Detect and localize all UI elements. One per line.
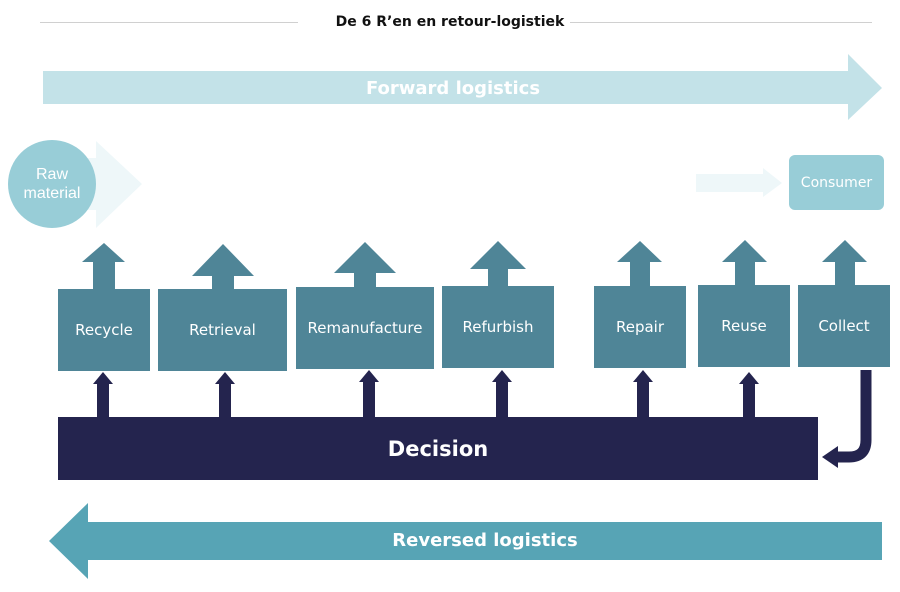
raw-material-node: Raw material [8,140,96,228]
up-arrow-icon [617,241,662,262]
step-refurbish: Refurbish [442,286,554,368]
up-arrow-stem [93,262,115,289]
consumer-arrow [696,168,782,197]
decision-up-arrow-icon [215,372,235,384]
step-label: Repair [615,318,665,336]
consumer-label: Consumer [800,174,873,191]
raw-material-arrow [80,141,142,228]
step-label: Reuse [721,317,767,335]
raw-material-label-line2: material [23,185,81,202]
step-label: Recycle [75,321,133,339]
step-repair: Repair [594,286,686,368]
diagram-title: De 6 R’en en retour-logistiek [0,14,900,30]
step-label: Retrieval [189,321,256,339]
up-arrow-icon [192,244,254,276]
decision-arrow-stem [363,382,375,417]
decision-up-arrow-icon [633,370,653,382]
title-rule-left [40,22,298,23]
decision-arrow-stem [219,384,231,417]
up-arrow-stem [212,276,234,289]
up-arrow-icon [334,242,396,273]
consumer-node: Consumer [789,155,884,210]
up-arrow-icon [82,243,125,262]
forward-logistics-label: Forward logistics [365,78,541,99]
up-arrow-icon [822,240,867,262]
decision-arrow-stem [743,384,755,417]
decision-up-arrow-icon [739,372,759,384]
collect-to-decision-arrow [836,370,872,463]
up-arrow-stem [835,262,855,286]
step-collect: Collect [798,285,890,367]
decision-up-arrow-icon [492,370,512,382]
decision-up-arrow-icon [93,372,113,384]
decision-arrow-stem [97,384,109,417]
diagram-title-text: De 6 R’en en retour-logistiek [329,14,571,30]
collect-to-decision-arrowhead-icon [822,446,838,468]
up-arrow-icon [722,240,767,262]
reversed-logistics-arrow [49,503,882,579]
reversed-logistics-label: Reversed logistics [392,530,578,551]
raw-material-label-line1: Raw [35,166,68,183]
step-label: Refurbish [462,318,534,336]
step-label: Remanufacture [307,319,423,337]
decision-label: Decision [387,436,489,461]
up-arrow-stem [354,273,376,287]
title-rule-right [545,22,872,23]
up-arrow-icon [470,241,526,269]
up-arrow-stem [488,269,508,287]
decision-arrow-stem [637,382,649,417]
up-arrow-stem [735,262,755,286]
forward-logistics-arrow [43,54,882,120]
step-retrieval: Retrieval [158,289,287,371]
step-label: Collect [818,317,870,335]
decision-bar: Decision [58,417,818,480]
step-reuse: Reuse [698,285,790,367]
step-remanufacture: Remanufacture [296,287,434,369]
decision-up-arrow-icon [359,370,379,382]
up-arrow-stem [630,262,650,287]
step-recycle: Recycle [58,289,150,371]
decision-arrow-stem [496,382,508,417]
